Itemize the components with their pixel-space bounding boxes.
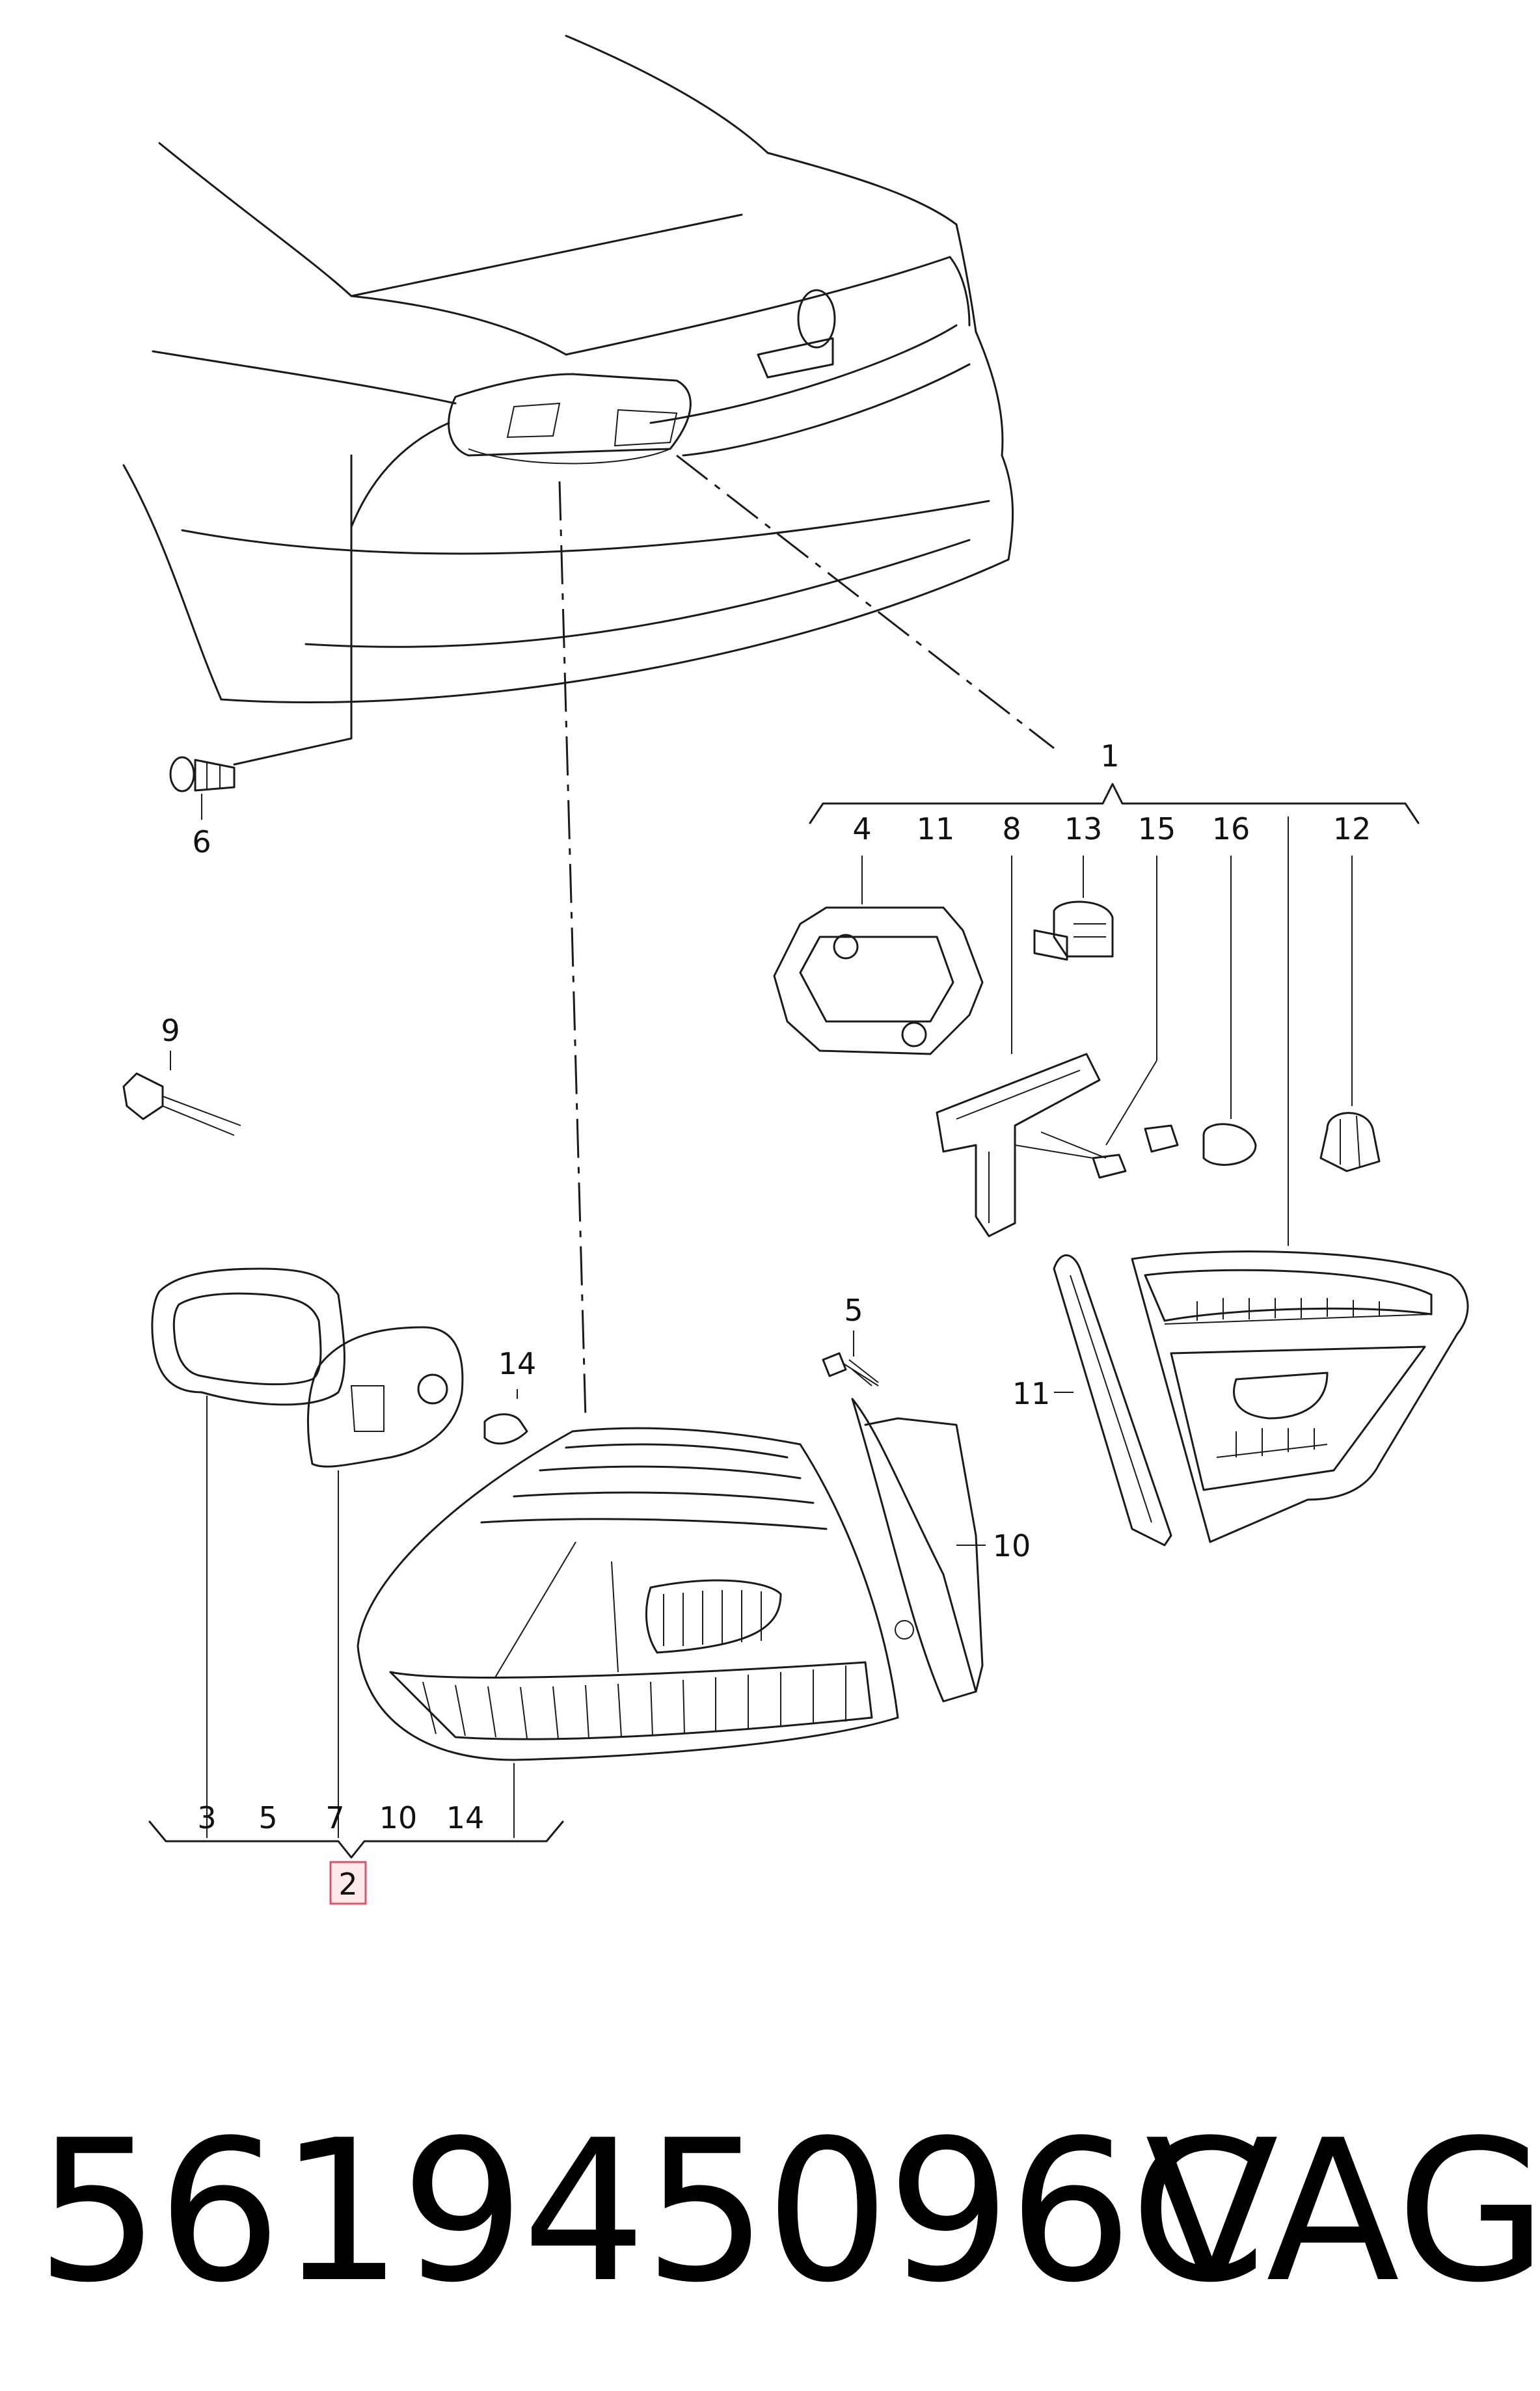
callout-14-group: 14 — [446, 1800, 485, 1835]
callout-labels: 1 2 3 4 5 5 6 7 8 9 10 10 11 11 12 13 14… — [161, 738, 1371, 1905]
clip-part-6 — [169, 756, 236, 820]
bracket-group-2 — [148, 1820, 564, 1859]
bracket-group-1 — [809, 783, 1420, 824]
part-number: 561945096C — [36, 2098, 1266, 2325]
callout-2: 2 — [338, 1867, 357, 1902]
callout-13: 13 — [1064, 811, 1103, 846]
callout-10-group: 10 — [379, 1800, 418, 1835]
seal-strip-part-10 — [851, 1398, 986, 1703]
callout-3: 3 — [197, 1800, 216, 1835]
gasket-part-4 — [773, 856, 984, 1055]
bulb-holder-part-13 — [1033, 856, 1114, 961]
inner-tail-lamp — [1053, 1250, 1469, 1547]
callout-8: 8 — [1002, 811, 1021, 846]
callout-9: 9 — [161, 1013, 180, 1048]
seal-ring-part-3 — [151, 1267, 345, 1838]
callout-11-bezel: 11 — [1012, 1376, 1051, 1411]
callout-10-strip: 10 — [993, 1528, 1031, 1563]
bulb-part-14 — [483, 1389, 528, 1445]
callout-14-bulb: 14 — [498, 1346, 537, 1381]
outer-tail-lamp — [357, 1427, 899, 1838]
lamp-cover-part-7 — [306, 1326, 464, 1838]
bulbs-part-15-16 — [1092, 856, 1257, 1179]
callout-5-screw: 5 — [844, 1293, 863, 1328]
footer: 561945096C VAG — [0, 2075, 1540, 2349]
leader-clip — [233, 454, 353, 766]
bulb-carrier-part-8 — [936, 856, 1107, 1237]
callout-12: 12 — [1333, 811, 1371, 846]
callout-15: 15 — [1138, 811, 1176, 846]
adjuster-part-9 — [122, 1051, 241, 1136]
car-rear-illustration — [122, 34, 1014, 703]
callout-11-group: 11 — [917, 811, 955, 846]
callout-2-highlight: 2 — [329, 1861, 367, 1905]
callout-1: 1 — [1100, 738, 1119, 774]
brand-name: VAG — [1145, 2098, 1540, 2325]
callout-16: 16 — [1212, 811, 1250, 846]
socket-part-12 — [1319, 856, 1381, 1172]
screw-part-5 — [822, 1331, 879, 1386]
callout-5-group: 5 — [258, 1800, 277, 1835]
callout-6: 6 — [192, 824, 211, 859]
callout-4: 4 — [852, 811, 871, 846]
leader-lamp-inner — [676, 454, 1055, 750]
callout-7: 7 — [325, 1800, 344, 1835]
leader-lamp-outer — [558, 481, 587, 1419]
